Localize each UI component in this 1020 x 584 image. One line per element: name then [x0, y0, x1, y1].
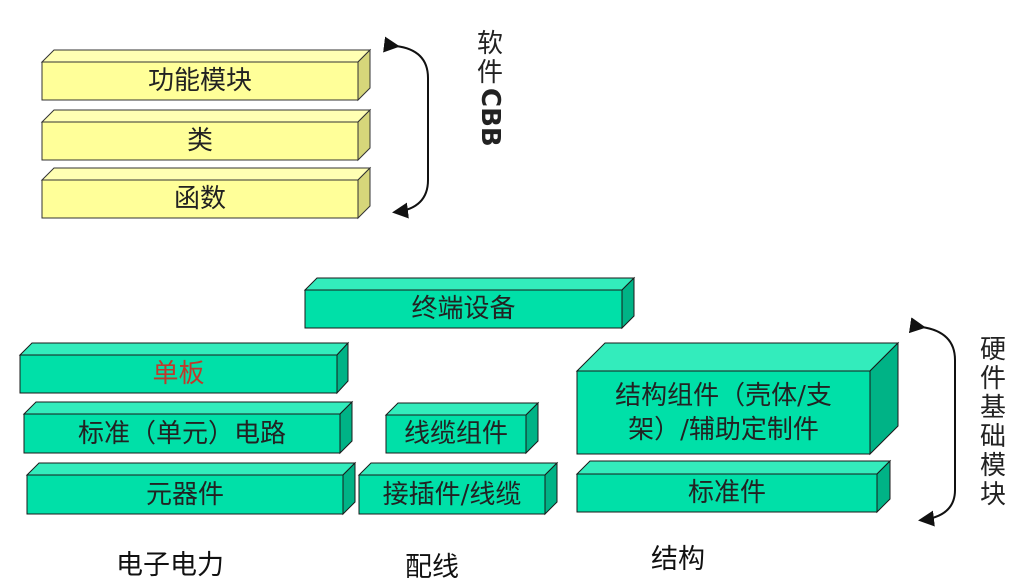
box-3d-shape [384, 401, 540, 455]
box-3d-shape [303, 276, 636, 330]
box-3d-shape [357, 461, 559, 516]
caption-wiring: 配线 [405, 552, 459, 583]
layer-label: 结构组件（壳体/支 架）/辅助定制件 [577, 371, 870, 454]
layer-label: 功能模块 [147, 66, 252, 96]
layer-label: 终端设备 [411, 294, 516, 324]
layer-label: 元器件 [145, 479, 224, 510]
caption-electronic: 电子电力 [116, 550, 224, 581]
layer-label: 标准（单元）电路 [77, 418, 286, 449]
layer-label: 类 [186, 126, 213, 156]
layer-label: 线缆组件 [403, 419, 508, 449]
box-3d-shape [575, 459, 892, 514]
layer-label: 函数 [173, 184, 226, 214]
label-char: 软 [476, 29, 503, 59]
hardware-foundation-label: 硬 件 基 础 模 块 [978, 336, 1008, 510]
label-line-1: 结构组件（壳体/支 [615, 380, 832, 411]
label-char: 件 [979, 364, 1006, 394]
hardware-bracket-icon [908, 317, 956, 527]
box-3d-shape [25, 461, 357, 516]
label-char: 础 [979, 422, 1006, 452]
box-3d-shape [575, 341, 900, 456]
layer-label: 标准件 [687, 478, 766, 508]
software-bracket-icon [383, 36, 429, 219]
box-3d-shape [40, 166, 372, 220]
label-char: 块 [979, 480, 1006, 510]
label-char: 件 [476, 58, 503, 88]
label-char: 基 [979, 393, 1006, 423]
label-latin: CBB [475, 88, 505, 147]
box-3d-shape [40, 108, 372, 162]
label-char: 模 [979, 451, 1006, 481]
caption-structure: 结构 [651, 544, 705, 575]
software-cbb-label: 软 件 CBB [475, 30, 505, 147]
label-line-2: 架）/辅助定制件 [628, 414, 819, 445]
box-3d-shape [40, 48, 372, 102]
layer-label: 接插件/线缆 [382, 479, 522, 510]
label-char: 硬 [979, 335, 1006, 365]
box-3d-shape [22, 400, 354, 455]
box-3d-shape [18, 341, 350, 395]
layer-label: 单板 [152, 359, 205, 389]
